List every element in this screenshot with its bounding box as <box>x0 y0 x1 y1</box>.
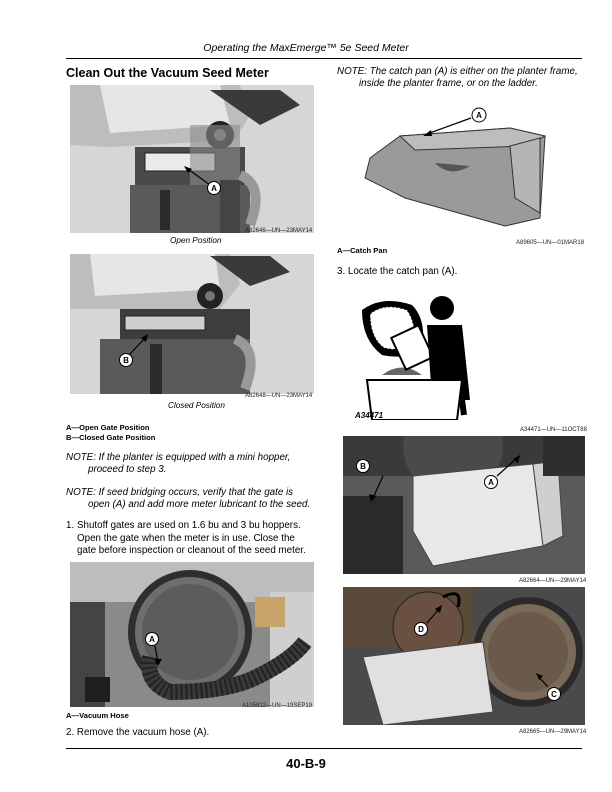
legend-vacuum-hose: A—Vacuum Hose <box>66 711 129 720</box>
fig2-code: A82648—UN—23MAY14 <box>245 393 313 399</box>
open-position-photo: A <box>70 85 314 233</box>
meter-open-drawing: D C <box>343 587 585 725</box>
step-2-text: Remove the vacuum hose (A). <box>76 727 210 738</box>
fig2-callout-b: B <box>123 356 129 365</box>
person-pouring-drawing <box>362 296 470 420</box>
fig7-callout-d: D <box>418 625 424 634</box>
fig1-code: A82646—UN—23MAY14 <box>245 228 313 234</box>
note-bridging-line2: open (A) and add more meter lubricant to… <box>88 499 311 510</box>
legend-open-gate: A—Open Gate Position <box>66 423 150 432</box>
note-mini-hopper-line2: proceed to step 3. <box>88 464 167 475</box>
header-rule <box>66 58 582 59</box>
fig7-code: A82665—UN—29MAY14 <box>519 729 587 735</box>
fig3-code: A105812—UN—19SEP19 <box>242 703 313 709</box>
legend-closed-gate: B—Closed Gate Position <box>66 432 156 442</box>
closed-position-illustration: B <box>70 254 314 394</box>
step-3-text: Locate the catch pan (A). <box>347 266 458 277</box>
step-1-number: 1. <box>66 520 75 531</box>
fig7-callout-c: C <box>551 690 557 699</box>
note-mini-hopper: NOTE: If the planter is equipped with a … <box>66 452 316 476</box>
fig4-callout-a: A <box>476 111 482 120</box>
catch-pan-photo: B A <box>343 436 585 574</box>
step-2: 2. Remove the vacuum hose (A). <box>66 727 209 740</box>
step-2-number: 2. <box>66 727 75 738</box>
fig3-callout-a: A <box>149 635 155 644</box>
gate-legend: A—Open Gate Position B—Closed Gate Posit… <box>66 423 155 442</box>
step-3: 3. Locate the catch pan (A). <box>337 266 457 279</box>
fig4-code: A89605—UN—01MAR18 <box>516 240 585 246</box>
section-title: Clean Out the Vacuum Seed Meter <box>66 66 269 80</box>
step-1-line3: gate before inspection or cleanout of th… <box>77 545 306 556</box>
fig6-callout-a: A <box>488 478 494 487</box>
step-1-line1: Shutoff gates are used on 1.6 bu and 3 b… <box>77 520 301 531</box>
fig1-callout-a: A <box>211 184 217 193</box>
open-position-illustration: A <box>70 85 314 233</box>
fig6-code: A82664—UN—29MAY14 <box>519 578 587 584</box>
note-bridging-line1: NOTE: If seed bridging occurs, verify th… <box>66 487 294 498</box>
fig5-inline-label: A34471 <box>355 411 384 420</box>
page-number: 40-B-9 <box>286 756 326 771</box>
note-catch-pan-line1: NOTE: The catch pan (A) is either on the… <box>337 66 578 77</box>
step-1-line2: Open the gate when the meter is in use. … <box>77 532 295 544</box>
catch-pan-photo-drawing: B A <box>343 436 585 574</box>
fig6-callout-b: B <box>360 462 366 471</box>
fig1-caption: Open Position <box>170 236 222 245</box>
catch-pan-drawing: A <box>364 107 547 227</box>
fig2-caption: Closed Position <box>168 401 225 410</box>
step-1: 1. Shutoff gates are used on 1.6 bu and … <box>66 520 326 558</box>
person-pouring-illustration <box>352 290 482 420</box>
note-catch-pan: NOTE: The catch pan (A) is either on the… <box>337 66 587 90</box>
note-mini-hopper-line1: NOTE: If the planter is equipped with a … <box>66 452 291 463</box>
meter-open-photo: D C <box>343 587 585 725</box>
legend-catch-pan: A—Catch Pan <box>337 246 388 255</box>
step-3-number: 3. <box>337 266 346 277</box>
note-seed-bridging: NOTE: If seed bridging occurs, verify th… <box>66 487 326 511</box>
closed-position-photo: B <box>70 254 314 394</box>
fig5-code: A34471—UN—11OCT88 <box>520 427 587 433</box>
footer-rule <box>66 748 582 749</box>
vacuum-hose-illustration: A <box>70 562 314 707</box>
vacuum-hose-photo: A <box>70 562 314 707</box>
running-header: Operating the MaxEmerge™ 5e Seed Meter <box>203 42 409 54</box>
note-catch-pan-line2: inside the planter frame, or on the ladd… <box>359 78 538 89</box>
catch-pan-illustration: A <box>345 98 575 236</box>
